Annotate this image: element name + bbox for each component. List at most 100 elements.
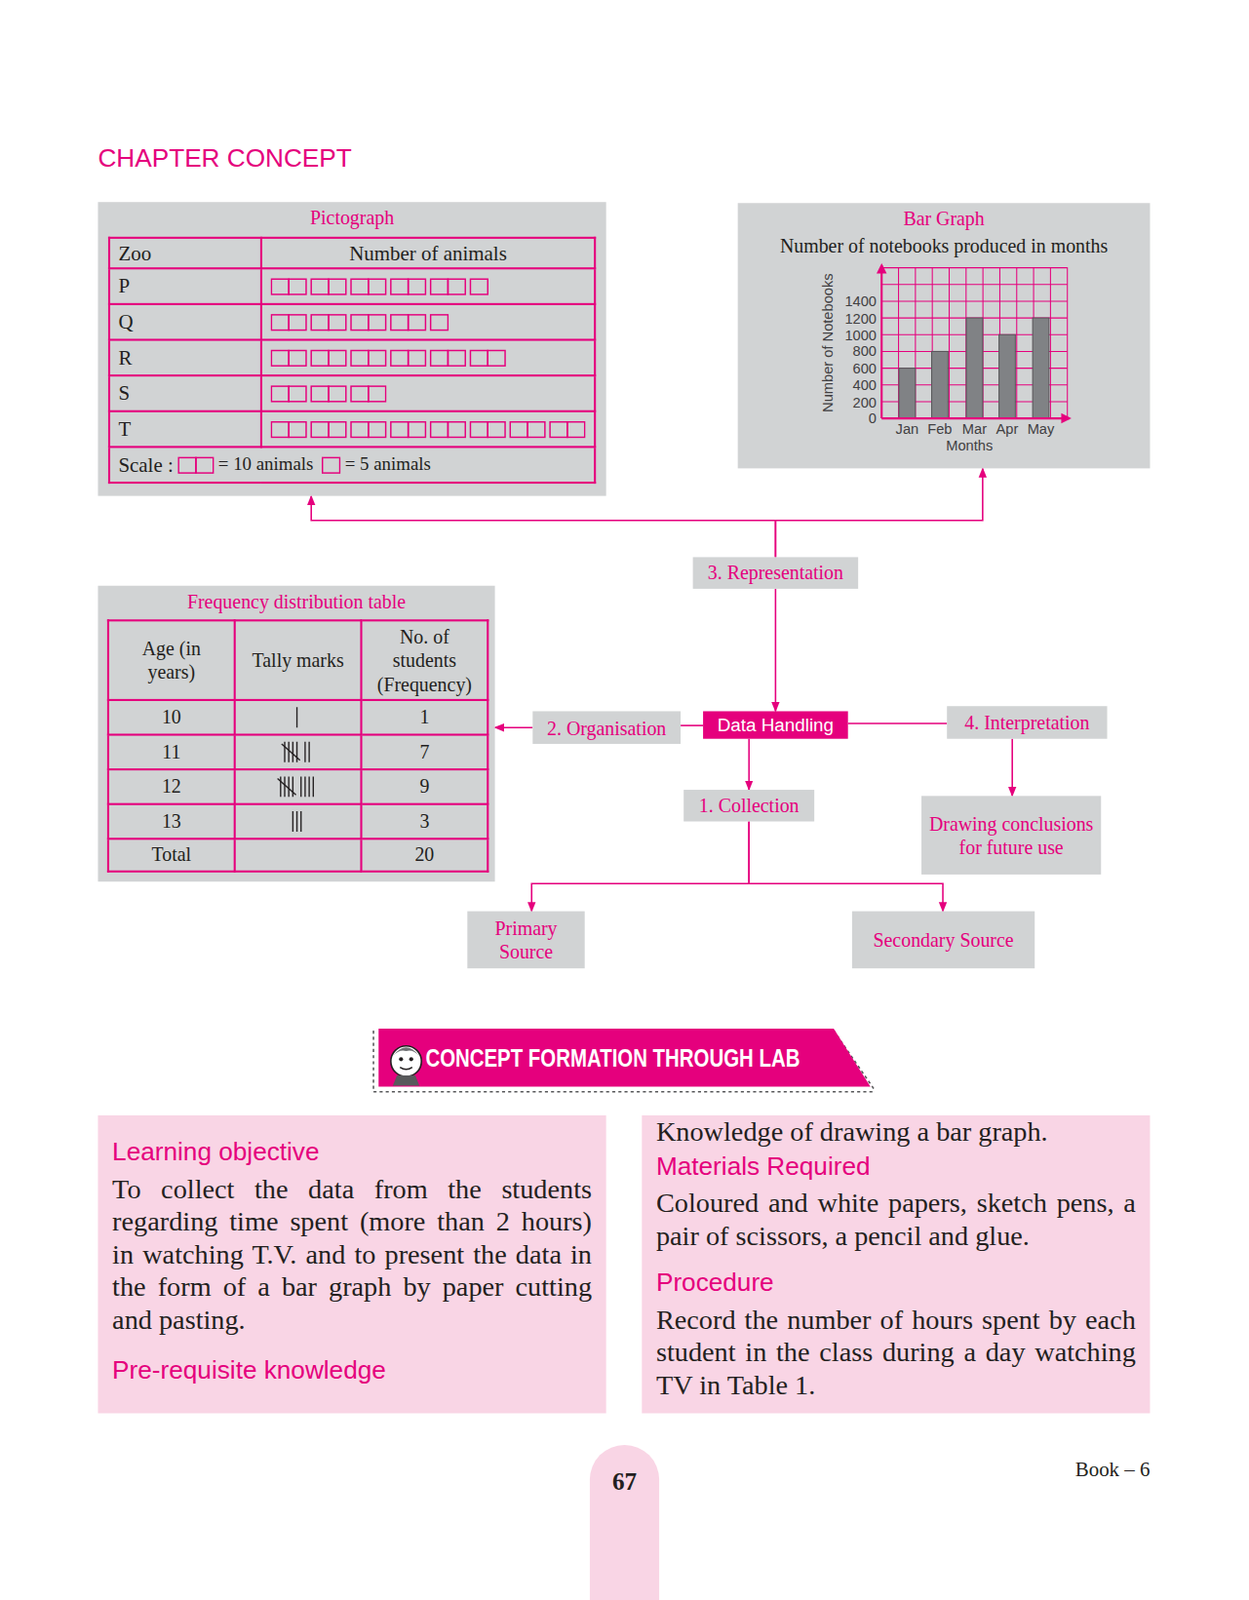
icon-box [288,350,307,366]
node-text-wrap: Secondary Source [872,928,1014,952]
concept-box: 3. Representation [693,556,859,588]
tally-stroke [292,741,294,763]
node-label: Primary Source [473,916,580,964]
scale-label: Scale : [117,453,173,477]
mascot-eye [398,1056,403,1061]
icon-box [311,421,329,437]
icon-box [390,421,409,437]
table-row: P [109,268,595,305]
grid-line [1066,267,1068,419]
tick-label: 0 [835,410,877,428]
table-cell-text: 13 [117,810,226,833]
table-cell [234,804,362,840]
mascot-mouth [399,1067,413,1070]
icon-box [351,350,369,366]
grid-line [881,267,1067,269]
grid-line [1050,267,1052,419]
table-cell: 10 [108,700,235,736]
icon-box [288,313,307,330]
table-row: R [109,340,595,377]
icon-box [311,313,329,330]
month-label: May [1020,420,1062,437]
section-heading: Procedure [656,1266,1136,1297]
node-label: 1. Collection [699,793,800,818]
node-text-wrap: 4. Interpretation [964,710,1090,735]
icon-box [368,386,387,402]
table-row: Q [109,304,595,341]
tally-stroke [292,811,294,832]
table-cell-text: 3 [370,810,479,833]
page-title: CHAPTER CONCEPT [97,141,352,172]
tally-stroke [308,741,310,763]
table-row: T [109,411,595,448]
icon-box [549,421,568,437]
tally-stroke [300,811,302,832]
pictograph-panel: PictographZooNumber of animalsPQRSTScale… [97,201,606,496]
icon-box [328,386,347,402]
table-cell [261,340,595,377]
node-label: Drawing conclusions for future use [927,812,1095,859]
bar [999,334,1016,419]
zoo-name: S [117,381,252,405]
panel-title: Pictograph [97,206,606,230]
connector [1011,739,1014,797]
banner-fill [378,1028,870,1088]
tally-stroke [287,776,289,797]
scale-row: Scale := 10 animals= 5 animals [117,453,586,477]
icon-box [430,278,449,295]
table-cell [234,700,362,736]
body-text: To collect the data from the students re… [112,1172,592,1336]
table-row: 10 1 [108,700,488,736]
tally-stroke [304,741,306,763]
body-text: Knowledge of drawing a bar graph. [656,1115,1136,1148]
axis-arrow [1060,413,1071,424]
page-number-tab: 67 [589,1444,660,1600]
node-text-wrap: 2. Organisation [546,715,666,740]
table-cell: 13 [108,804,235,840]
table-cell: R [109,340,262,377]
table-cell: No. of students (Frequency) [360,620,488,701]
icon-box [487,421,506,437]
icon-box [311,278,329,295]
tally-stroke [283,776,285,797]
table-cell: 3 [360,804,488,840]
body-text: Coloured and white papers, sketch pens, … [656,1186,1136,1252]
table-cell: 1 [360,700,488,736]
tick-label: 800 [835,343,877,360]
table-cell-text: Total [117,844,226,867]
frequency-table: Age (in years)Tally marksNo. of students… [107,619,489,873]
zoo-name: R [117,346,252,370]
table-cell [234,735,362,771]
connector [748,820,943,911]
panel-title: Bar Graph [738,208,1151,232]
frequency-table-panel: Frequency distribution tableAge (in year… [97,585,495,883]
concept-box: Secondary Source [852,911,1035,970]
icon-box [351,313,369,330]
icon-box [527,421,546,437]
zoo-name: P [117,274,252,299]
tick-label: 400 [835,376,877,393]
icon-box [288,386,307,402]
icon-box [288,278,307,295]
icon-box [447,421,466,437]
table-row: 117 [108,735,488,771]
concept-box: Primary Source [467,911,585,970]
icon-box [408,313,427,330]
table-cell [261,304,595,341]
tally-stroke [300,776,302,797]
table-cell: 11 [108,735,235,771]
axis-title: Number of Notebooks [819,271,836,415]
icon-box [469,350,488,366]
icon-box [447,278,466,295]
connector [848,722,948,725]
icon-box [195,457,214,473]
mascot-head [390,1046,422,1077]
icon-box [351,278,369,295]
tally-marks [288,808,308,835]
icon-box [430,421,449,437]
table-cell [261,375,595,412]
node-text-wrap: 3. Representation [707,561,844,586]
icon-box [469,421,488,437]
page-number: 67 [589,1467,660,1496]
